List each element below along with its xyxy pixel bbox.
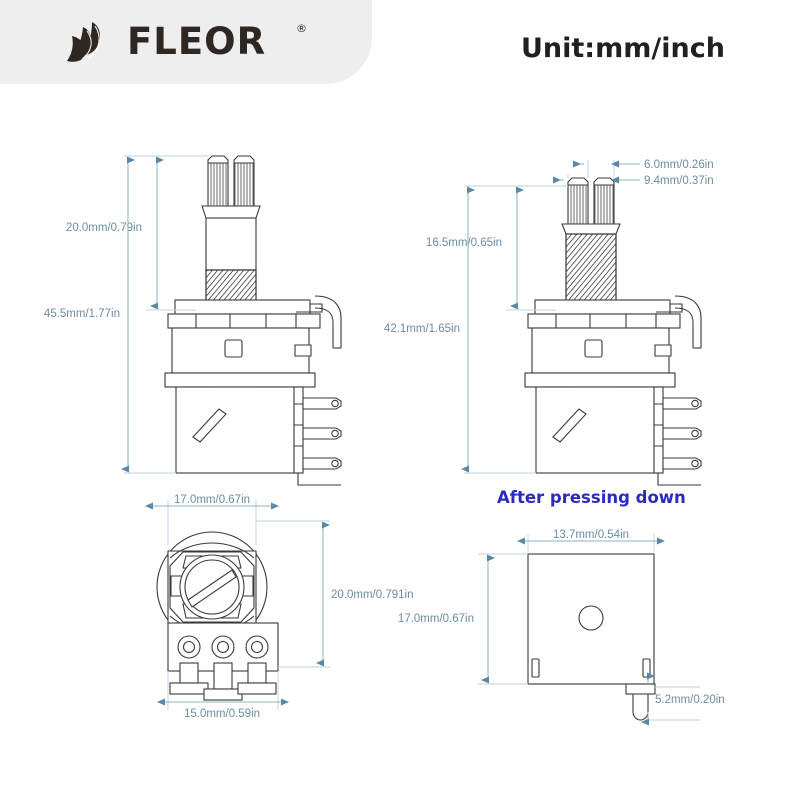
dimension-shaft-diameter: 9.4mm/0.37in (553, 174, 714, 187)
top-view: 17.0mm/0.67in 20.0mm/0.791in 15.0mm/0.59… (145, 494, 413, 720)
dimension-shaft-height: 20.0mm/0.79in (66, 155, 208, 311)
terminals-pressed (653, 386, 702, 486)
dimension-overall-height: 45.5mm/1.77in (44, 155, 176, 474)
side-mounting-pin (625, 683, 656, 721)
header-panel (0, 0, 372, 84)
dimension-label: 17.0mm/0.67in (174, 494, 250, 506)
dimension-split-gap: 6.0mm/0.26in (573, 159, 714, 178)
side-body-outline (527, 553, 655, 685)
ground-lug-pressed (656, 295, 702, 349)
pot-upper-body-pressed (531, 327, 672, 374)
dimension-label: 17.0mm/0.67in (398, 613, 474, 625)
dimension-label: 15.0mm/0.59in (184, 708, 260, 720)
front-view-normal: 20.0mm/0.79in 45.5mm/1.77in (44, 155, 342, 486)
split-shaft-pressed (561, 177, 621, 235)
dimension-base-width: 15.0mm/0.59in (157, 671, 289, 720)
brand-wordmark: FLEOR (127, 20, 267, 63)
dimension-side-height: 17.0mm/0.67in (398, 553, 528, 685)
dimension-overall-height-pressed: 42.1mm/1.65in (384, 185, 536, 474)
dimension-label: 13.7mm/0.54in (553, 529, 629, 541)
dimension-label: 20.0mm/0.79in (66, 222, 142, 234)
dimension-label: 20.0mm/0.791in (331, 589, 413, 601)
ground-lug-normal (296, 295, 342, 349)
registered-trademark-mark: ® (296, 22, 307, 35)
dimension-label: 42.1mm/1.65in (384, 323, 460, 335)
threaded-bushing-pressed (565, 233, 617, 307)
leaf-icon (62, 20, 110, 64)
dimension-body-width: 17.0mm/0.67in (145, 494, 279, 545)
pot-upper-body-normal (171, 327, 312, 374)
mounting-plate-pressed (527, 299, 681, 329)
pot-lower-can-pressed (535, 386, 663, 474)
dimension-side-width: 13.7mm/0.54in (517, 529, 665, 554)
terminals-normal (293, 386, 342, 486)
pot-body-outline-top (156, 531, 268, 643)
front-view-pressed: 6.0mm/0.26in 9.4mm/0.37in 16.5mm/0.65in … (384, 159, 714, 507)
dimension-label: 6.0mm/0.26in (644, 159, 714, 171)
dimension-label: 45.5mm/1.77in (44, 308, 120, 320)
split-shaft-normal (201, 155, 261, 271)
dimension-label: 5.2mm/0.20in (655, 694, 725, 706)
pot-lower-can-normal (175, 386, 303, 474)
dimension-pin-length: 5.2mm/0.20in (641, 672, 725, 726)
side-view: 13.7mm/0.54in 17.0mm/0.67in 5.2mm/0.20in (398, 529, 725, 726)
dimension-label: 9.4mm/0.37in (644, 175, 714, 187)
mounting-plate-normal (167, 299, 321, 329)
dimension-shaft-height-pressed: 16.5mm/0.65in (426, 185, 568, 311)
dimension-body-height: 20.0mm/0.791in (256, 520, 413, 668)
dimension-label: 16.5mm/0.65in (426, 237, 502, 249)
unit-title: Unit:mm/inch (521, 33, 725, 64)
after-pressing-down-caption: After pressing down (497, 488, 686, 507)
terminal-lugs-top (169, 662, 277, 701)
